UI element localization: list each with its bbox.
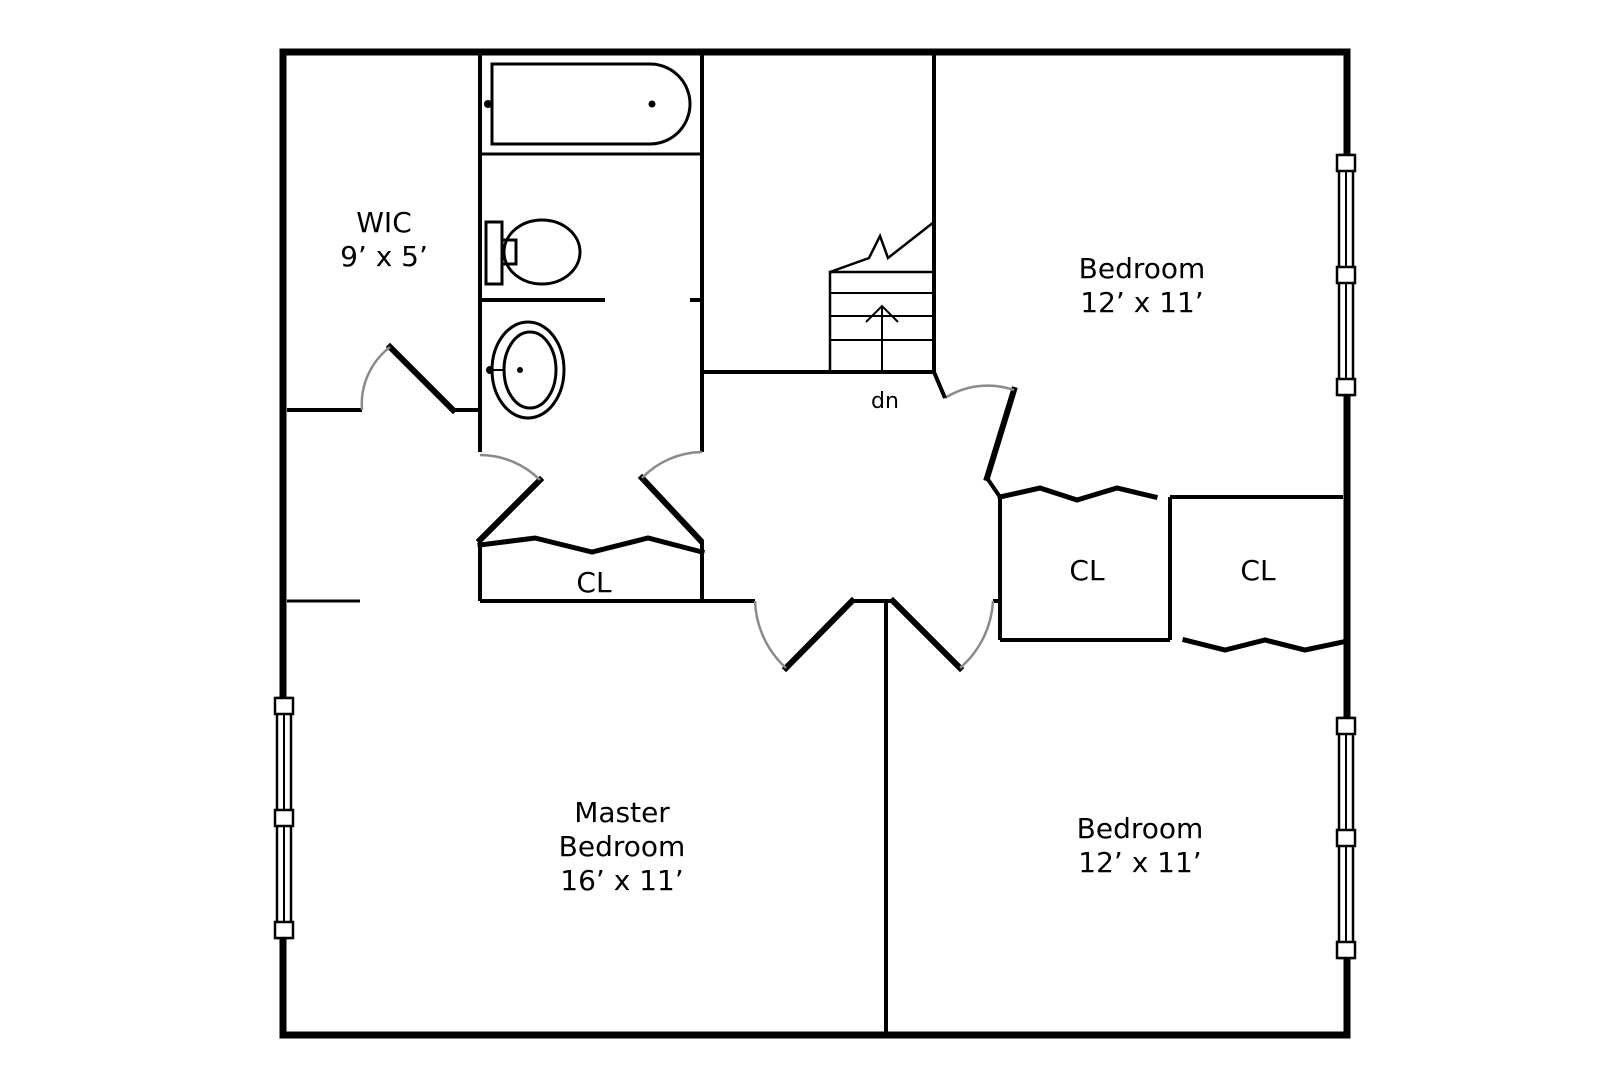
bath-fixtures <box>484 62 692 420</box>
doors <box>360 342 1346 673</box>
closet-lower-label: CL <box>1240 554 1276 587</box>
master-size: 16’ x 11’ <box>560 864 683 897</box>
bath-door-left <box>475 475 545 545</box>
upper-closet-bifold <box>997 485 1159 503</box>
bath-door-right <box>637 473 705 545</box>
exterior-walls <box>279 48 1351 1039</box>
stairs <box>828 221 935 372</box>
stair-arrow-icon <box>865 304 899 372</box>
window-east-upper <box>1335 153 1357 397</box>
hall-closet-bifold <box>477 535 706 556</box>
windows <box>273 153 1357 960</box>
bedroom-upper-label: Bedroom <box>1079 252 1206 285</box>
bedroom-lower-label: Bedroom <box>1077 812 1204 845</box>
stairs-dn-label: dn <box>871 389 899 414</box>
master-label-line2: Bedroom <box>559 830 686 863</box>
window-west <box>273 696 295 940</box>
wic-label: WIC <box>356 206 412 239</box>
bedroom-lower-door <box>888 596 965 673</box>
bedroom-lower-size: 12’ x 11’ <box>1078 846 1201 879</box>
window-east-lower <box>1335 716 1357 960</box>
bedroom-upper-size: 12’ x 11’ <box>1080 286 1203 319</box>
bedroom-upper-door <box>983 386 1018 482</box>
wic-door <box>385 342 458 415</box>
master-door <box>781 596 857 673</box>
bathtub-icon <box>484 62 692 146</box>
sink-icon <box>486 320 566 420</box>
interior-walls <box>287 52 1343 1035</box>
closet-hall-label: CL <box>576 566 612 599</box>
master-label-line1: Master <box>574 796 670 829</box>
wic-size: 9’ x 5’ <box>340 240 428 273</box>
closet-upper-label: CL <box>1069 554 1105 587</box>
toilet-icon <box>484 218 582 286</box>
room-labels: WIC 9’ x 5’ Bedroom 12’ x 11’ Bedroom 12… <box>340 206 1276 897</box>
lower-closet-bifold <box>1181 636 1346 653</box>
